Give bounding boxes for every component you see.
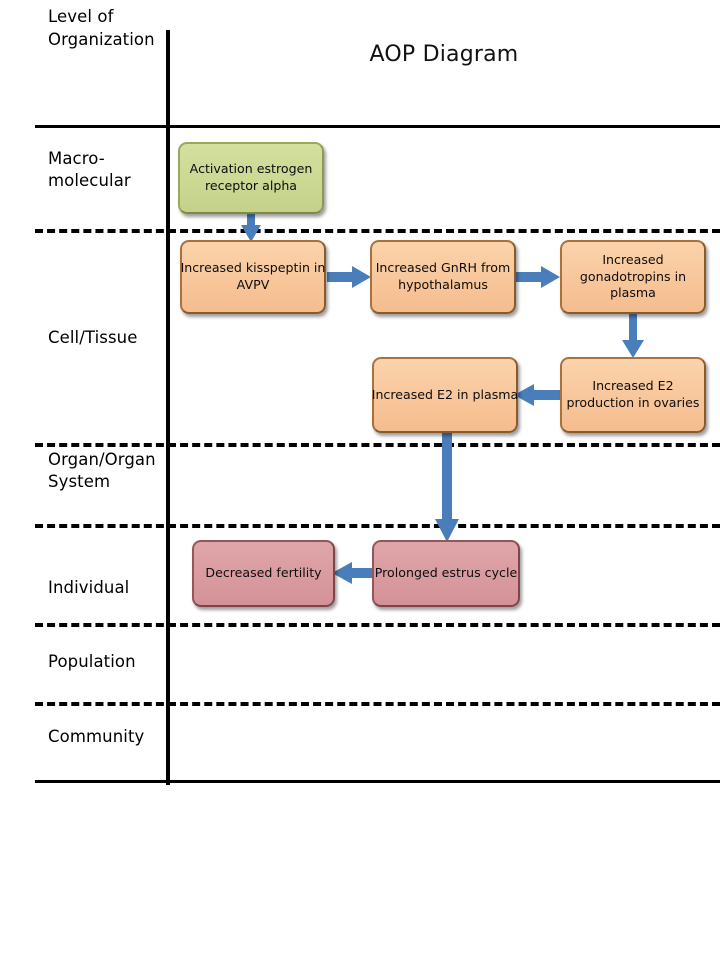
tier-label-individual: Individual xyxy=(48,578,130,597)
arrow-e2-plasma-to-prolonged-estrus xyxy=(434,431,460,543)
node-prolonged-estrus-cycle[interactable]: Prolonged estrus cycle xyxy=(372,540,520,607)
tier-label-community: Community xyxy=(48,727,145,746)
tier-label-organ-system: Organ/Organ System xyxy=(48,450,156,492)
arrow-kisspeptin-to-gnrh xyxy=(327,265,372,289)
node-increased-gnrh-hypothalamus[interactable]: Increased GnRH from hypothalamus xyxy=(370,240,516,314)
node-label: Activation estrogen receptor alpha xyxy=(189,161,313,193)
arrow-gnrh-to-gonadotropins xyxy=(516,265,561,289)
arrow-prolonged-estrus-to-decreased-fertility xyxy=(331,561,378,585)
rule-cell-organ xyxy=(35,443,720,447)
node-label: Prolonged estrus cycle xyxy=(374,565,518,581)
arrow-mie-to-kisspeptin xyxy=(240,207,262,243)
arrow-gonadotropins-to-e2-production xyxy=(621,313,645,359)
node-label: Increased E2 production in ovaries xyxy=(566,378,700,410)
rule-macromolecular-cell xyxy=(35,229,720,233)
node-activation-estrogen-receptor-alpha[interactable]: Activation estrogen receptor alpha xyxy=(178,142,324,214)
node-label: Increased kisspeptin in AVPV xyxy=(180,260,326,292)
node-label: Decreased fertility xyxy=(205,565,322,581)
tier-label-population: Population xyxy=(48,652,136,671)
level-of-organization-header: Level of Organization xyxy=(48,7,155,49)
rule-bottom-solid xyxy=(35,780,720,783)
node-increased-e2-production-ovaries[interactable]: Increased E2 production in ovaries xyxy=(560,357,706,433)
node-decreased-fertility[interactable]: Decreased fertility xyxy=(192,540,335,607)
node-increased-kisspeptin-avpv[interactable]: Increased kisspeptin in AVPV xyxy=(180,240,326,314)
rule-organ-individual xyxy=(35,524,720,528)
tier-label-macromolecular: Macro-molecular xyxy=(48,149,131,191)
node-increased-e2-plasma[interactable]: Increased E2 in plasma xyxy=(372,357,518,433)
diagram-title: AOP Diagram xyxy=(369,42,519,67)
rule-top-solid xyxy=(35,125,720,128)
node-label: Increased E2 in plasma xyxy=(371,386,519,402)
vertical-divider xyxy=(166,30,170,785)
arrow-e2-production-to-e2-plasma xyxy=(513,383,560,407)
node-increased-gonadotropins-plasma[interactable]: Increased gonadotropins in plasma xyxy=(560,240,706,314)
node-label: Increased GnRH from hypothalamus xyxy=(375,260,511,292)
node-label: Increased gonadotropins in plasma xyxy=(579,252,687,301)
rule-population-community xyxy=(35,702,720,706)
tier-label-cell-tissue: Cell/Tissue xyxy=(48,328,138,347)
rule-individual-population xyxy=(35,623,720,627)
